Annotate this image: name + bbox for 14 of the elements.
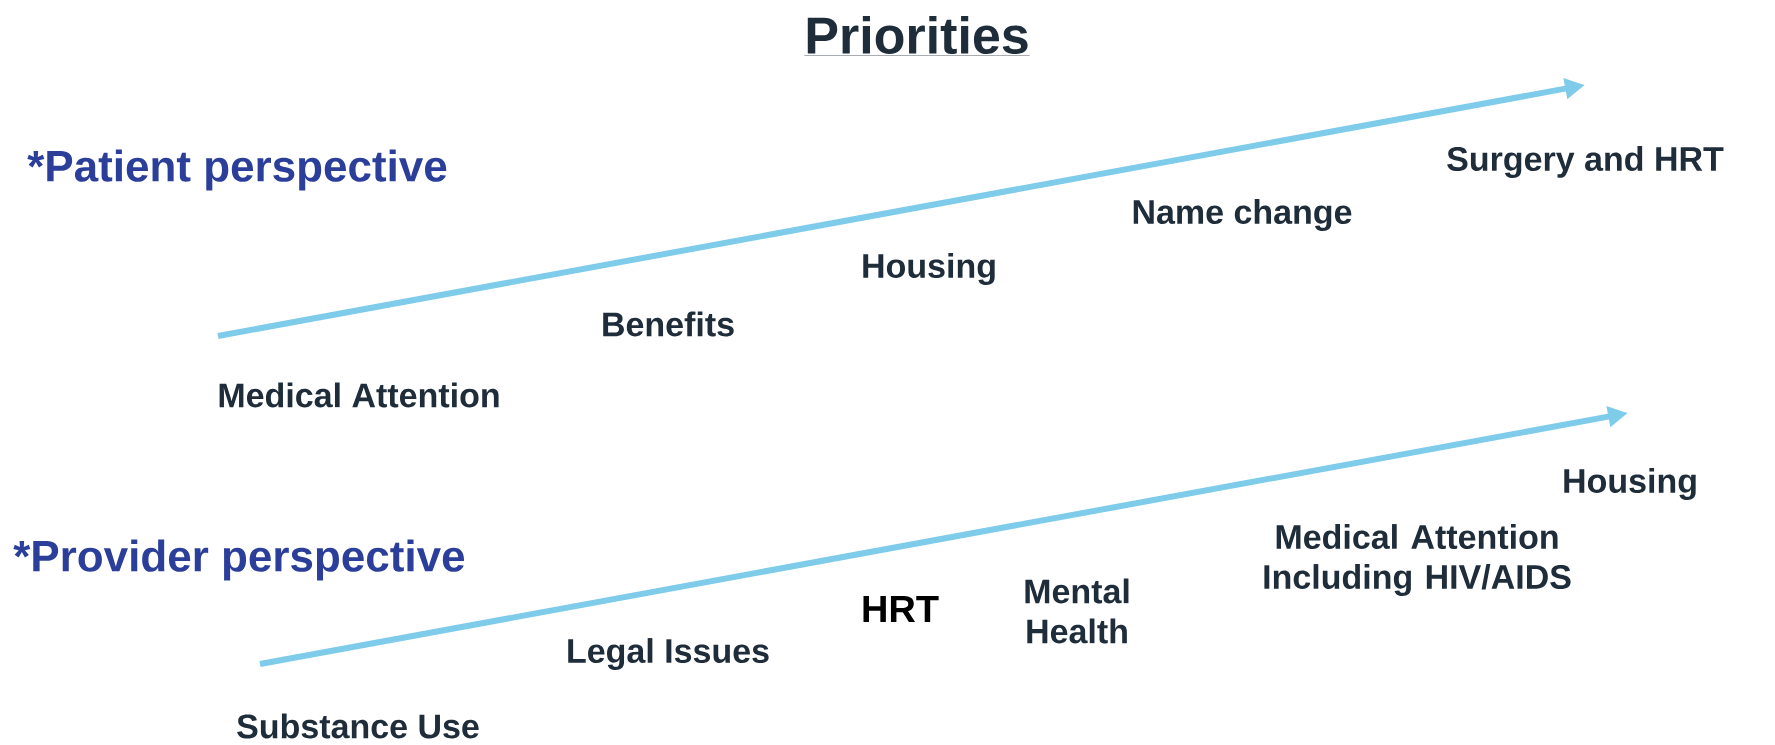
priority-label: Medical Attention Including HIV/AIDS (1264, 524, 1571, 596)
priority-label: Legal Issues (568, 638, 769, 670)
priority-label: Housing (1564, 468, 1696, 500)
priority-label: Medical Attention (219, 382, 499, 408)
priority-label: Mental Health (1025, 578, 1129, 644)
priority-label: HRT (863, 595, 939, 623)
priority-label: Surgery and HRT (1447, 146, 1724, 178)
perspective-heading: *Provider perspective (13, 539, 465, 581)
priority-label: Benefits (603, 311, 734, 337)
priority-label: Substance Use (237, 713, 479, 739)
title: Priorities (804, 15, 1030, 56)
priority-label: Housing (863, 253, 995, 285)
priority-label: Name change (1133, 199, 1352, 231)
perspective-heading: *Patient perspective (27, 149, 447, 191)
